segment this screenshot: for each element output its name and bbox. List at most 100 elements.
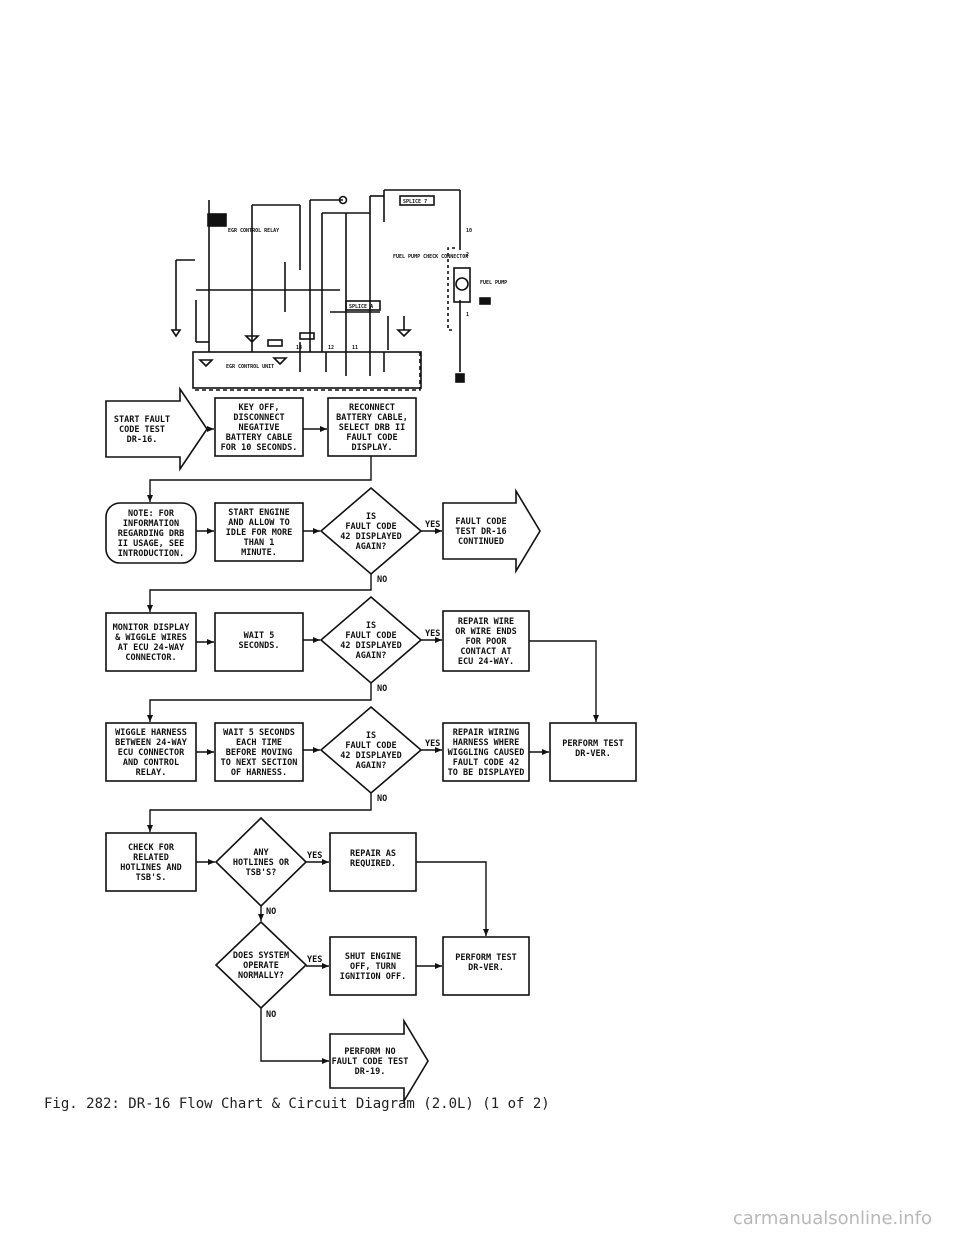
node-text-line: RECONNECT: [349, 403, 395, 413]
node-text-line: TSB'S?: [246, 868, 277, 878]
node-text-line: INFORMATION: [123, 519, 179, 529]
node-text-line: REPAIR WIRING: [453, 728, 520, 738]
control-unit-box: [192, 351, 422, 389]
flow-connectors: [147, 426, 599, 1064]
reconnect-box: [327, 397, 417, 457]
fuel-pump-tag-icon: [479, 297, 491, 305]
continued-arrow: [442, 488, 541, 574]
node-text-line: OFF, TURN: [350, 962, 396, 972]
node-text-line: 42 DISPLAYED: [340, 751, 401, 761]
pin-label-box: [299, 332, 315, 340]
node-text-line: PERFORM TEST: [562, 739, 623, 749]
node-text-line: FOR POOR: [466, 637, 508, 647]
node-text-line: AND ALLOW TO: [228, 518, 289, 528]
connector-node-icon: [338, 195, 348, 205]
node-text-line: FAULT CODE 42: [453, 758, 520, 768]
splice-7-box: [399, 195, 435, 206]
wait-each-box: [214, 722, 304, 782]
ecu-pin-label: 14: [296, 345, 302, 351]
no-label: NO: [377, 794, 387, 804]
node-text-line: & WIGGLE WIRES: [115, 633, 187, 643]
node-text-line: II USAGE, SEE: [118, 539, 185, 549]
node-text-line: FAULT CODE: [455, 517, 506, 527]
wait5-box: [214, 612, 304, 672]
node-text-line: KEY OFF,: [239, 403, 280, 413]
control-unit-label: EGR CONTROL UNIT: [226, 364, 274, 370]
node-text-line: REPAIR AS: [350, 849, 396, 859]
node-text-line: NOTE: FOR: [128, 509, 175, 519]
node-text-line: IS: [366, 731, 376, 741]
start-engine-box: [214, 502, 304, 562]
node-text-line: RELAY.: [136, 768, 167, 778]
perform-ver-1-box: [549, 722, 637, 782]
node-text-line: REQUIRED.: [350, 859, 396, 869]
figure-caption: Fig. 282: DR-16 Flow Chart & Circuit Dia…: [44, 1096, 550, 1112]
node-text-line: FAULT CODE: [345, 741, 396, 751]
note-box: [105, 502, 197, 564]
ground-symbol-icon: [396, 329, 412, 338]
ecu-pin-label: 11: [352, 345, 358, 351]
node-text-line: ANY: [253, 848, 269, 858]
node-text-line: CONTINUED: [458, 537, 504, 547]
node-text-line: FAULT CODE: [345, 631, 396, 641]
node-text-line: 42 DISPLAYED: [340, 532, 401, 542]
node-text-line: OF HARNESS.: [231, 768, 287, 778]
node-text-line: FAULT CODE TEST: [332, 1057, 409, 1067]
node-text-line: AGAIN?: [356, 542, 387, 552]
circuit-diagram: [170, 189, 491, 391]
yes-label: YES: [425, 739, 440, 749]
node-text-line: HOTLINES AND: [120, 863, 181, 873]
branch-labels: YES NO YES NO YES NO YES NO YES NO: [266, 520, 440, 1020]
no-label: NO: [266, 907, 276, 917]
node-text-line: SELECT DRB II: [339, 423, 406, 433]
node-text-line: IGNITION OFF.: [340, 972, 407, 982]
node-text-line: OPERATE: [243, 961, 279, 971]
yes-label: YES: [307, 851, 322, 861]
node-text-line: NEGATIVE: [239, 423, 280, 433]
pump-pin-label: 1: [466, 312, 469, 318]
node-text-line: TEST DR-16: [455, 527, 506, 537]
node-text-line: EACH TIME: [236, 738, 282, 748]
pin-label-box: [267, 339, 283, 347]
node-text-line: IDLE FOR MORE: [226, 528, 293, 538]
key-off-box: [214, 397, 304, 457]
node-text-line: DR-16.: [127, 435, 158, 445]
splice-7-label: SPLICE 7: [403, 199, 427, 205]
node-text-line: START ENGINE: [228, 508, 289, 518]
node-text-line: ECU 24-WAY.: [458, 657, 514, 667]
no-label: NO: [266, 1010, 276, 1020]
circuit-labels: SPLICE 7 SPLICE A EGR CONTROL RELAY FUEL…: [226, 199, 507, 370]
node-text-line: WIGGLE HARNESS: [115, 728, 187, 738]
shut-engine-box: [329, 936, 417, 996]
node-text-line: TO NEXT SECTION: [221, 758, 298, 768]
control-relay-label: EGR CONTROL RELAY: [228, 228, 279, 234]
no-label: NO: [377, 575, 387, 585]
ecu-pin-label: 12: [328, 345, 334, 351]
node-text-line: HOTLINES OR: [233, 858, 290, 868]
node-text-line: MINUTE.: [241, 548, 277, 558]
splice-a-label: SPLICE A: [349, 304, 373, 310]
fuel-pump-check-label: FUEL PUMP CHECK CONNECTOR: [393, 254, 469, 260]
node-text-line: AGAIN?: [356, 761, 387, 771]
node-text-line: AND CONTROL: [123, 758, 179, 768]
node-text-line: PERFORM NO: [344, 1047, 395, 1057]
node-text-line: AGAIN?: [356, 651, 387, 661]
node-text-line: DR-VER.: [468, 963, 504, 973]
node-text-line: MONITOR DISPLAY: [113, 623, 191, 633]
node-text-line: IS: [366, 512, 376, 522]
node-text-line: RELATED: [133, 853, 169, 863]
